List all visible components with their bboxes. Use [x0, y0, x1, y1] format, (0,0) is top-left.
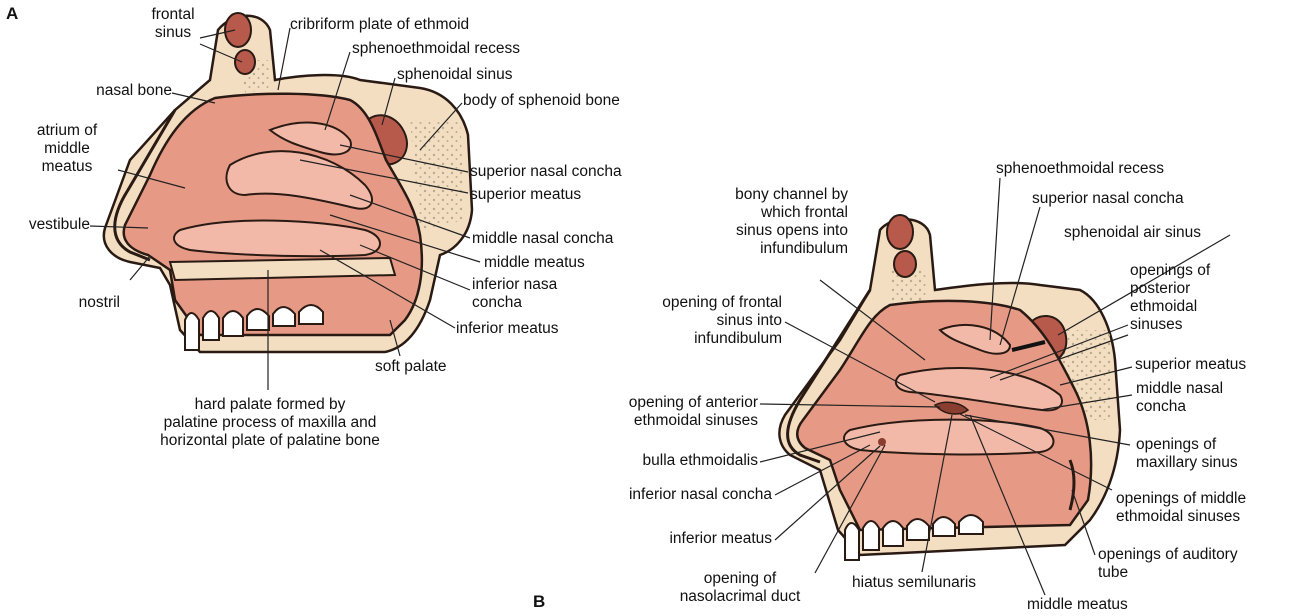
- label-a-superior-nasal-concha: superior nasal concha: [470, 163, 622, 181]
- panel-b-frontal-sinus-upper: [887, 215, 913, 249]
- panel-a-hard-palate: [170, 258, 395, 280]
- label-b-openings-maxillary-sinus: openings of maxillary sinus: [1136, 436, 1238, 472]
- label-b-inferior-nasal-concha: inferior nasal concha: [560, 486, 772, 504]
- label-a-sphenoidal-sinus: sphenoidal sinus: [397, 66, 512, 84]
- panel-a-frontal-sinus-lower: [235, 50, 255, 74]
- label-b-openings-posterior-ethmoidal: openings of posterior ethmoidal sinuses: [1130, 262, 1210, 334]
- label-a-middle-meatus: middle meatus: [484, 254, 585, 272]
- label-a-inferior-meatus: inferior meatus: [456, 320, 559, 338]
- label-a-middle-nasal-concha: middle nasal concha: [472, 230, 613, 248]
- label-b-superior-meatus: superior meatus: [1135, 356, 1246, 374]
- label-a-nostril: nostril: [40, 294, 120, 312]
- label-a-soft-palate: soft palate: [375, 358, 447, 376]
- label-b-openings-auditory-tube: openings of auditory tube: [1098, 546, 1238, 582]
- label-b-hiatus-semilunaris: hiatus semilunaris: [852, 574, 976, 592]
- label-a-superior-meatus: superior meatus: [470, 186, 581, 204]
- label-b-opening-frontal-sinus: opening of frontal sinus into infundibul…: [600, 294, 782, 348]
- label-b-openings-middle-ethmoidal: openings of middle ethmoidal sinuses: [1116, 490, 1246, 526]
- panel-b-drawing: [779, 215, 1120, 560]
- label-b-superior-nasal-concha: superior nasal concha: [1032, 190, 1184, 208]
- label-a-hard-palate: hard palate formed by palatine process o…: [110, 396, 430, 450]
- panel-a-frontal-sinus-upper: [225, 13, 251, 47]
- label-a-body-of-sphenoid: body of sphenoid bone: [463, 92, 620, 110]
- label-b-opening-nasolacrimal: opening of nasolacrimal duct: [665, 570, 815, 606]
- label-b-sphenoidal-air-sinus: sphenoidal air sinus: [1064, 224, 1201, 242]
- label-b-middle-meatus: middle meatus: [1027, 596, 1128, 614]
- panel-a-letter: A: [6, 4, 18, 24]
- label-a-sphenoethmoidal-recess: sphenoethmoidal recess: [352, 40, 520, 58]
- label-b-bulla-ethmoidalis: bulla ethmoidalis: [560, 452, 758, 470]
- label-a-cribriform-plate: cribriform plate of ethmoid: [290, 16, 469, 34]
- label-b-sphenoethmoidal-recess: sphenoethmoidal recess: [996, 160, 1164, 178]
- label-a-atrium: atrium of middle meatus: [12, 122, 122, 176]
- label-a-nasal-bone: nasal bone: [40, 82, 172, 100]
- panel-b-letter: B: [533, 592, 545, 612]
- label-b-inferior-meatus: inferior meatus: [600, 530, 772, 548]
- label-b-middle-nasal-concha: middle nasal concha: [1136, 380, 1223, 416]
- label-b-bony-channel: bony channel by which frontal sinus open…: [660, 186, 848, 258]
- panel-b-nasolacrimal-opening: [878, 438, 886, 446]
- label-a-frontal-sinus: frontal sinus: [138, 6, 208, 42]
- label-a-inferior-nasa-concha: inferior nasa concha: [472, 276, 557, 312]
- label-a-vestibule: vestibule: [6, 216, 90, 234]
- label-b-opening-anterior-ethmoidal: opening of anterior ethmoidal sinuses: [560, 394, 758, 430]
- panel-b-frontal-sinus-lower: [894, 251, 916, 277]
